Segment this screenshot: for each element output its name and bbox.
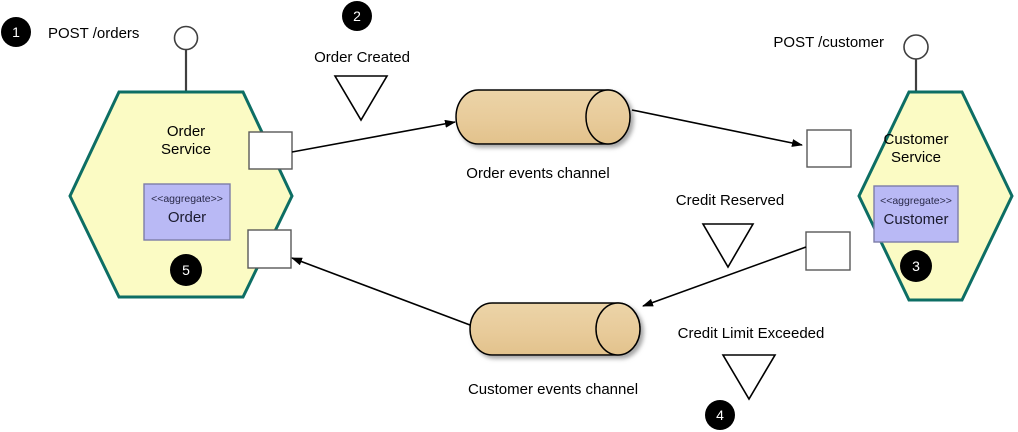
customer-service-api-circle[interactable] <box>903 34 929 60</box>
customer-aggregate-stereotype: <<aggregate>> <box>880 195 952 207</box>
order-events-channel-cap <box>585 89 631 145</box>
customer-events-channel[interactable] <box>469 302 641 356</box>
order-service-out-port[interactable] <box>248 131 293 170</box>
arrow-order-channel-to-customer-in <box>631 109 803 147</box>
order-service-api-circle[interactable] <box>173 25 199 51</box>
badge-2-label: 2 <box>353 8 361 24</box>
arrow-order-out-to-order-channel <box>291 119 456 153</box>
event-credit-limit-exceeded-triangle <box>721 354 777 401</box>
customer-service-out-port[interactable] <box>805 231 851 271</box>
badge-4-label: 4 <box>716 407 724 423</box>
event-credit-reserved-triangle <box>701 223 755 269</box>
order-aggregate-name: Order <box>168 209 206 226</box>
arrow-customer-out-to-customer-channel <box>642 246 807 307</box>
order-service-name-line1: Order <box>167 123 205 140</box>
order-service-name-line2: Service <box>161 141 211 158</box>
order-service-api-lollipop[interactable] <box>173 25 199 94</box>
badge-5: 5 <box>170 254 202 286</box>
customer-service-in-port[interactable] <box>806 129 852 168</box>
customer-events-channel-label: Customer events channel <box>468 381 638 398</box>
order-events-channel-label: Order events channel <box>466 165 609 182</box>
order-aggregate-box[interactable] <box>143 183 231 241</box>
badge-1-circle <box>1 17 31 47</box>
badge-3-label: 3 <box>912 258 920 274</box>
order-events-channel[interactable] <box>455 89 631 145</box>
customer-events-channel-cap <box>595 302 641 356</box>
customer-service-name-line1: Customer <box>883 131 948 148</box>
customer-aggregate-name: Customer <box>883 211 948 228</box>
arrow-customer-channel-to-order-in <box>291 257 471 326</box>
event-order-created-label: Order Created <box>314 49 410 66</box>
badge-2: 2 <box>342 1 372 31</box>
event-credit-reserved-label: Credit Reserved <box>676 192 784 209</box>
badge-3: 3 <box>900 250 932 282</box>
order-aggregate-stereotype: <<aggregate>> <box>151 193 223 205</box>
customer-aggregate-box[interactable] <box>873 185 959 243</box>
badge-4-circle <box>705 400 735 430</box>
order-service-api-label: POST /orders <box>48 25 139 42</box>
badge-2-circle <box>342 1 372 31</box>
badge-3-circle <box>900 250 932 282</box>
event-credit-limit-exceeded-label: Credit Limit Exceeded <box>678 325 825 342</box>
badge-1-label: 1 <box>12 24 20 40</box>
customer-service-name-line2: Service <box>891 149 941 166</box>
customer-service-api-lollipop[interactable] <box>903 34 929 93</box>
badge-5-circle <box>170 254 202 286</box>
order-service-in-port[interactable] <box>247 229 292 269</box>
badge-4: 4 <box>705 400 735 430</box>
event-order-created-triangle <box>333 75 389 122</box>
badge-1: 1 <box>1 17 31 47</box>
customer-service-api-label: POST /customer <box>773 34 884 51</box>
badge-5-label: 5 <box>182 262 190 278</box>
